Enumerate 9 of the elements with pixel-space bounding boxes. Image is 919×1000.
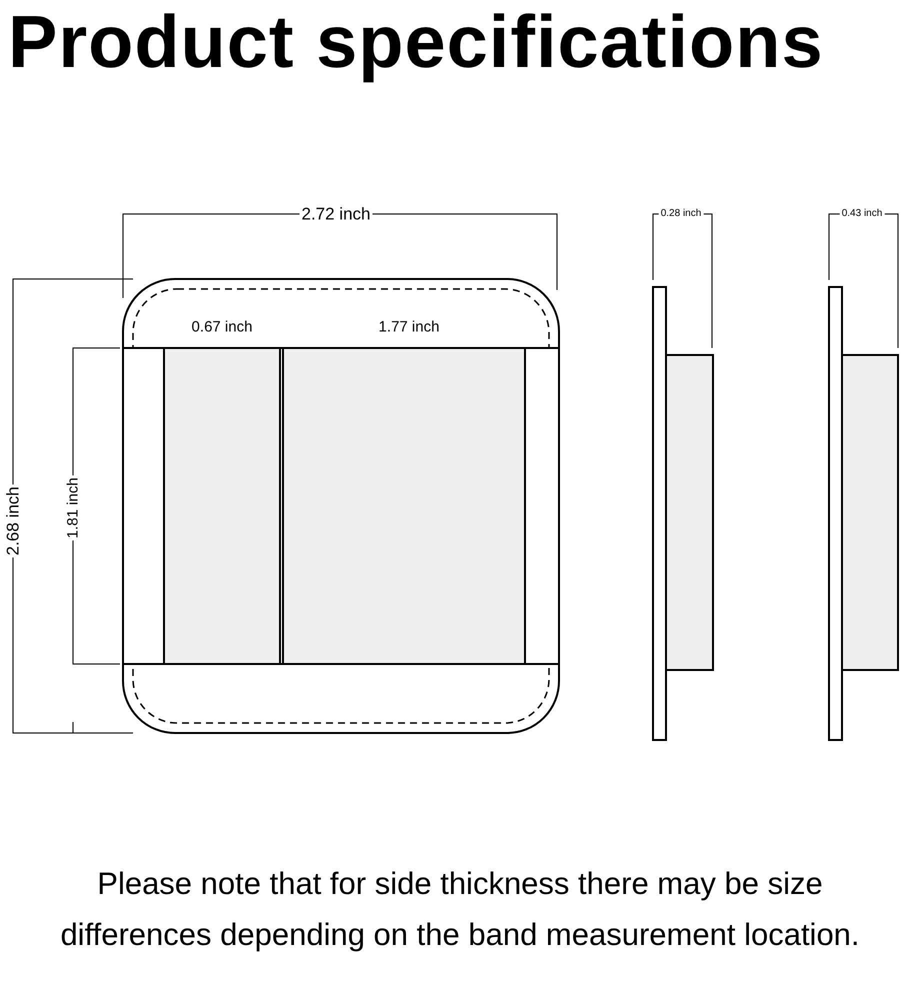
dimension-label: 2.68 inch (4, 484, 22, 558)
dimension-label: 0.28 inch (658, 209, 704, 219)
dimension-label: 0.43 inch (840, 209, 884, 219)
page-title: Product specifications (8, 0, 824, 85)
dimension-label: 1.77 inch (376, 320, 442, 334)
dimension-label: 0.67 inch (190, 320, 254, 334)
dimension-label: 1.81 inch (66, 476, 80, 540)
note-text: Please note that for side thickness there may be size differences depending on the band measurement location. (59, 865, 861, 954)
dimension-label: 2.72 inch (300, 206, 372, 222)
